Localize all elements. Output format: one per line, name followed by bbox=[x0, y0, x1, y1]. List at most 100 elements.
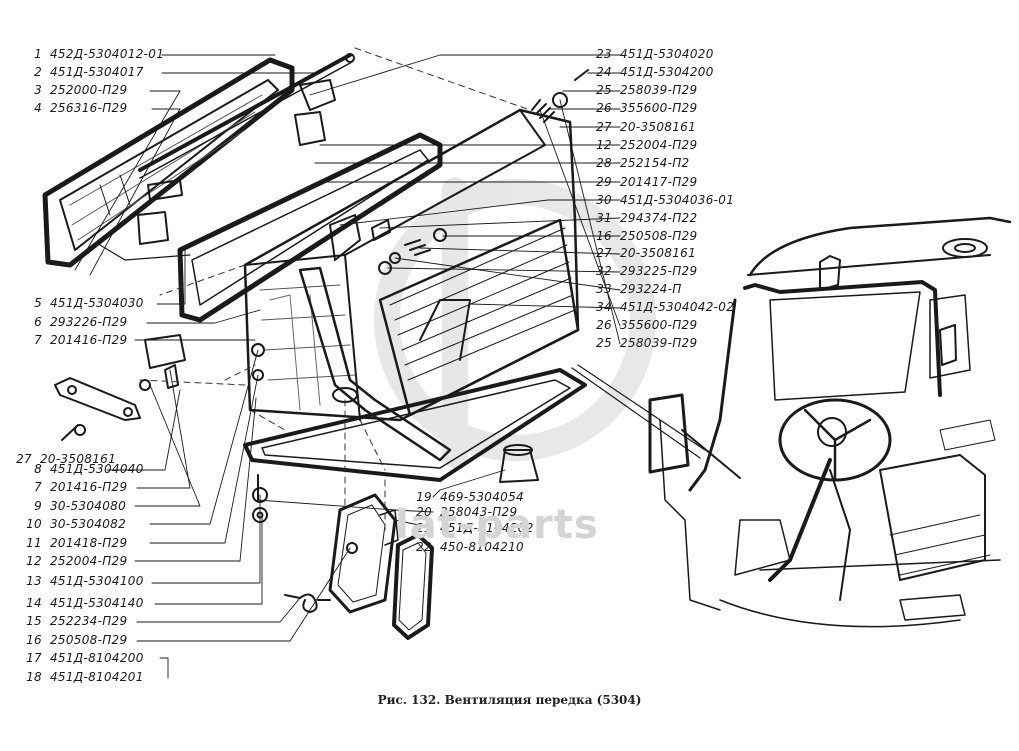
part-code: 451Д-5304042-02 bbox=[620, 300, 735, 314]
part-code: 452Д-5304012-01 bbox=[50, 47, 165, 61]
callout-number: 15 bbox=[26, 614, 42, 628]
louvre-grille bbox=[378, 218, 580, 417]
part-code: 451Д-5304030 bbox=[50, 296, 144, 310]
callout-number: 10 bbox=[26, 517, 42, 531]
callout-number: 5 bbox=[34, 296, 42, 310]
callout-label: 16 250508-П29 bbox=[20, 633, 127, 647]
callout-label: 31 294374-П22 bbox=[590, 211, 697, 225]
assembly-guide-lines bbox=[139, 47, 531, 531]
callout-number: 3 bbox=[34, 83, 42, 97]
hinge-brackets bbox=[137, 79, 336, 245]
callout-label: 27 20-3508161 bbox=[590, 120, 696, 134]
part-code: 258043-П29 bbox=[440, 505, 518, 519]
hatch-seal bbox=[392, 533, 434, 640]
figure-caption: Рис. 132. Вентиляция передка (5304) bbox=[377, 693, 642, 707]
part-code: 294374-П22 bbox=[620, 211, 698, 225]
part-code: 258039-П29 bbox=[620, 83, 698, 97]
callout-number: 4 bbox=[34, 101, 42, 115]
part-code: 30-5304080 bbox=[50, 499, 127, 513]
part-code: 252234-П29 bbox=[50, 614, 128, 628]
control-knob bbox=[499, 444, 539, 483]
callout-number: 26 bbox=[596, 318, 612, 332]
callout-number: 24 bbox=[596, 65, 612, 79]
callout-number: 16 bbox=[26, 633, 42, 647]
part-code: 450-8104210 bbox=[440, 540, 524, 554]
part-code: 451Д-5304200 bbox=[620, 65, 714, 79]
callout-label: 24 451Д-5304200 bbox=[590, 65, 714, 79]
callout-number: 27 bbox=[596, 246, 612, 260]
callout-number: 26 bbox=[596, 101, 612, 115]
part-code: 451Д-5304017 bbox=[50, 65, 144, 79]
part-code: 258039-П29 bbox=[620, 336, 698, 350]
part-code: 355600-П29 bbox=[620, 318, 698, 332]
callout-label: 25 258039-П29 bbox=[590, 336, 697, 350]
callout-number: 1 bbox=[34, 47, 42, 61]
callout-number: 25 bbox=[596, 83, 612, 97]
callout-number: 19 bbox=[416, 490, 432, 504]
bottom-gasket bbox=[243, 368, 587, 482]
callout-label: 20 258043-П29 bbox=[410, 505, 517, 519]
part-code: 20-3508161 bbox=[40, 452, 117, 466]
callout-number: 12 bbox=[26, 554, 42, 568]
callout-number: 28 bbox=[596, 156, 612, 170]
callout-label: 19 469-5304054 bbox=[410, 490, 524, 504]
callout-number: 34 bbox=[596, 300, 612, 314]
callout-label: 34 451Д-5304042-02 bbox=[590, 300, 734, 314]
part-code: 293224-П bbox=[620, 282, 682, 296]
callout-number: 23 bbox=[596, 47, 612, 61]
hatch-spring bbox=[284, 593, 331, 613]
part-code: 252004-П29 bbox=[620, 138, 698, 152]
background-emblem bbox=[374, 177, 656, 468]
callout-number: 13 bbox=[26, 574, 42, 588]
part-code: 293225-П29 bbox=[620, 264, 698, 278]
callout-number: 6 bbox=[34, 315, 42, 329]
ventilation-window-frame bbox=[42, 57, 295, 268]
part-code: 250508-П29 bbox=[50, 633, 128, 647]
callout-number: 32 bbox=[596, 264, 612, 278]
part-code: 355600-П29 bbox=[620, 101, 698, 115]
callout-number: 31 bbox=[596, 211, 612, 225]
part-code: 20-3508161 bbox=[620, 246, 697, 260]
callout-number: 14 bbox=[26, 596, 42, 610]
callout-number: 21 bbox=[416, 521, 432, 535]
part-code: 451Д-5304036-01 bbox=[620, 193, 735, 207]
callout-label: 26 355600-П29 bbox=[590, 101, 697, 115]
part-code: 451Д-8104201 bbox=[50, 670, 144, 684]
part-code: 451Д-5304040 bbox=[50, 462, 144, 476]
part-code: 250508-П29 bbox=[620, 229, 698, 243]
callout-label: 12 252004-П29 bbox=[590, 138, 697, 152]
callout-label: 32 293225-П29 bbox=[590, 264, 697, 278]
callout-number: 20 bbox=[416, 505, 432, 519]
callout-label: 23 451Д-5304020 bbox=[590, 47, 714, 61]
part-code: 201416-П29 bbox=[50, 333, 128, 347]
detail-pointer-line bbox=[571, 364, 706, 459]
part-code: 451Д-5304020 bbox=[620, 47, 714, 61]
part-code: 451Д-5304140 bbox=[50, 596, 144, 610]
callout-number: 27 bbox=[596, 120, 612, 134]
callout-number: 2 bbox=[34, 65, 42, 79]
part-code: 469-5304054 bbox=[440, 490, 524, 504]
callout-number: 25 bbox=[596, 336, 612, 350]
part-code: 293226-П29 bbox=[50, 315, 128, 329]
part-code: 20-3508161 bbox=[620, 120, 697, 134]
callout-number: 12 bbox=[596, 138, 612, 152]
